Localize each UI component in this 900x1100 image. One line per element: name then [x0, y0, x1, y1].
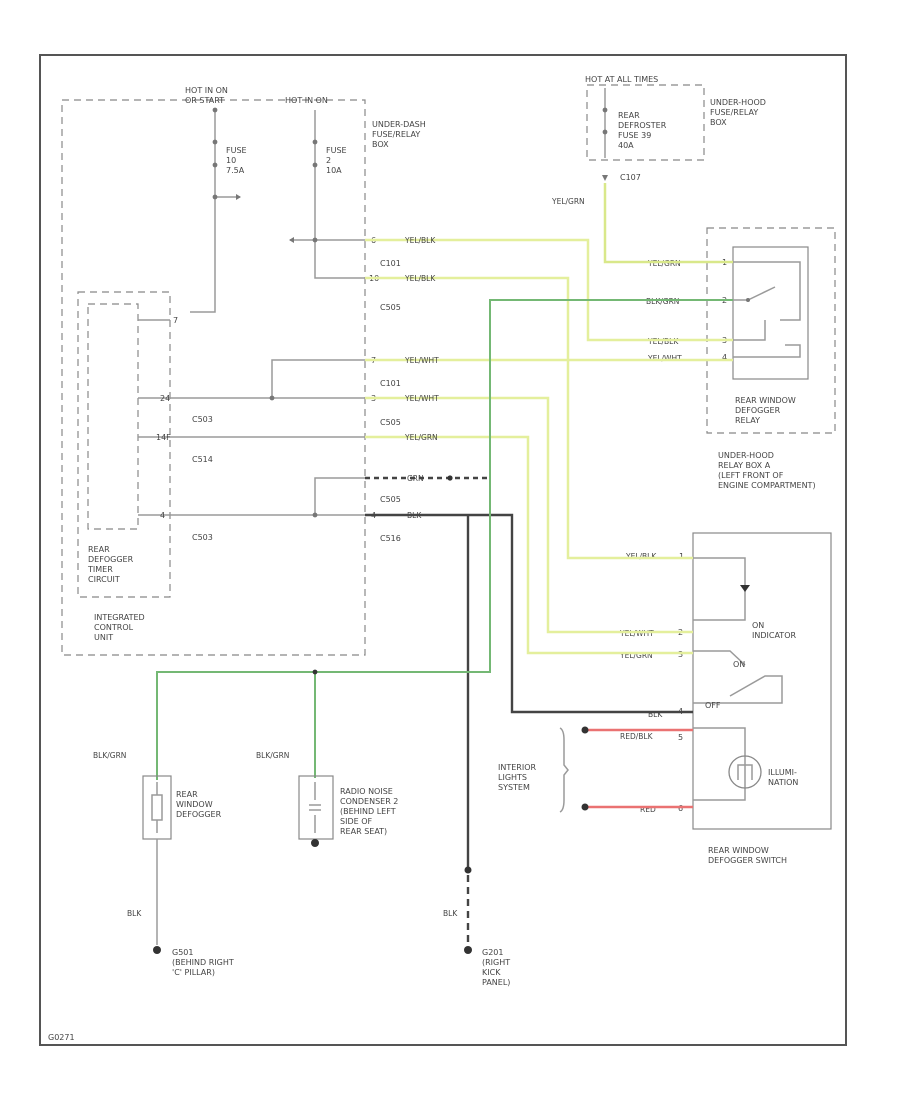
relay-inner [732, 246, 809, 380]
switch-pin-1: 1 [679, 552, 684, 561]
label-off: OFF [705, 701, 721, 710]
underdash-box [61, 99, 366, 656]
wire-yel-wht-2: YEL/WHT [404, 394, 439, 403]
wire-yel-wht-1: YEL/WHT [404, 356, 439, 365]
condenser [298, 775, 334, 840]
timer-box [87, 303, 139, 530]
conn-c503a: C503 [192, 415, 213, 424]
wire-relay-blk-grn: BLK/GRN [646, 297, 679, 306]
wire-yel-blk-2: YEL/BLK [404, 274, 436, 283]
illumination-bulb [728, 755, 762, 789]
pin-14f: 14F [156, 433, 171, 442]
switch-pin-3: 3 [678, 650, 683, 659]
wire-grn: GRN [407, 474, 424, 483]
wire-switch-yel-wht: YEL/WHT [619, 629, 654, 638]
conn-c505c: C505 [380, 495, 401, 504]
conn-c516: C516 [380, 534, 401, 543]
wire-blk-grn-1: BLK/GRN [93, 751, 126, 760]
wire-switch-red: RED [640, 805, 656, 814]
label-illumination: ILLUMI-NATION [768, 768, 798, 787]
wire-switch-blk: BLK [648, 710, 663, 719]
conn-c107: C107 [620, 173, 641, 182]
conn-c101a: C101 [380, 259, 401, 268]
wire-relay-yel-wht: YEL/WHT [647, 354, 682, 363]
wire-yel-blk-1: YEL/BLK [404, 236, 436, 245]
wire-relay-ylw-grn: YEL/GRN [647, 259, 681, 268]
wire-switch-red-blk: RED/BLK [620, 732, 654, 741]
pin-7a: 7 [173, 316, 178, 325]
wire-blk-1: BLK [127, 909, 142, 918]
label-hot-on: HOT IN ON [285, 96, 328, 105]
wire-blk-2: BLK [443, 909, 458, 918]
label-g501: G501(BEHIND RIGHT'C' PILLAR) [172, 948, 234, 977]
frame-code: G0271 [48, 1033, 75, 1042]
conn-c514: C514 [192, 455, 213, 464]
label-on: ON [733, 660, 745, 669]
label-hot-all-times: HOT AT ALL TIMES [585, 75, 658, 84]
relay-outer [706, 227, 836, 434]
diagram-frame [39, 54, 847, 1046]
conn-c101b: C101 [380, 379, 401, 388]
pin-24: 24 [160, 394, 170, 403]
pin-4: 4 [160, 511, 165, 520]
wire-ylw-grn-vert: YEL/GRN [551, 197, 585, 206]
wire-blk-grn-2: BLK/GRN [256, 751, 289, 760]
switch-box [692, 532, 832, 830]
switch-pin-6: 6 [678, 804, 683, 813]
relay-pin-4: 4 [722, 353, 727, 362]
wire-yel-grn-2: YEL/GRN [404, 433, 438, 442]
icu-box [77, 291, 171, 598]
wire-relay-yel-blk: YEL/BLK [647, 337, 679, 346]
switch-pin-5: 5 [678, 733, 683, 742]
wire-blk: BLK [407, 511, 422, 520]
wire-switch-yel-grn: YEL/GRN [619, 651, 653, 660]
conn-c505b: C505 [380, 418, 401, 427]
conn-c505a: C505 [380, 303, 401, 312]
wire-switch-yel-blk: YEL/BLK [625, 552, 657, 561]
conn-c503b: C503 [192, 533, 213, 542]
